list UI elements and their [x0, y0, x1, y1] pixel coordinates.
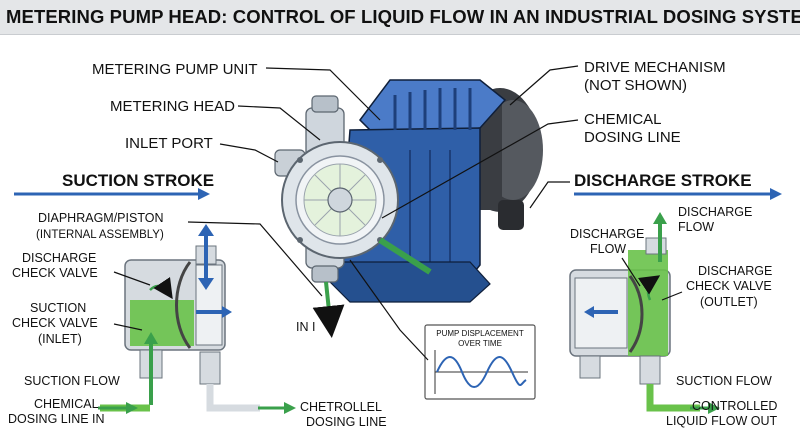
right-piston-arrow [584, 306, 618, 318]
suction-cutaway [98, 224, 296, 414]
left-recirc-arrow [149, 276, 173, 300]
label-check-valve-right: CHECK VALVE [686, 279, 772, 293]
label-outlet: (OUTLET) [700, 295, 758, 309]
label-controlled: CONTROLLED [692, 399, 777, 413]
metering-pump-diagram: METERING PUMP UNIT METERING HEAD INLET P… [8, 59, 782, 429]
label-flow-top: FLOW [678, 220, 714, 234]
left-displacement-arrow [198, 224, 214, 290]
discharge-stroke-arrow [574, 188, 782, 200]
chem-in-arrow [98, 402, 138, 414]
controlled-out-arrow [690, 402, 720, 414]
outlet-line-left [206, 384, 260, 412]
label-suction-stroke: SUCTION STROKE [62, 171, 214, 190]
leader-drive-mechanism [509, 65, 579, 106]
leader-inlet-port [219, 143, 279, 163]
graph-title-2: OVER TIME [458, 339, 502, 348]
displacement-graph: PUMP DISPLACEMENT OVER TIME [424, 324, 536, 400]
label-discharge-left: DISCHARGE [22, 251, 96, 265]
label-liquid-flow-out: LIQUID FLOW OUT [666, 414, 777, 428]
leader-metering-head [237, 105, 321, 141]
discharge-tube [378, 237, 432, 275]
label-discharge-right: DISCHARGE [698, 264, 772, 278]
right-recirc-arrow [637, 275, 661, 301]
label-dosing-line-out: DOSING LINE [306, 415, 387, 429]
graph-title-1: PUMP DISPLACEMENT [436, 329, 524, 338]
label-internal-assembly: (INTERNAL ASSEMBLY) [36, 229, 164, 241]
leader-graph [349, 259, 429, 361]
label-drive-mechanism: DRIVE MECHANISM [584, 59, 726, 76]
label-metering-pump-unit: METERING PUMP UNIT [92, 61, 258, 78]
suction-flow-arrow-left [144, 332, 158, 405]
leader-discharge-check-right [661, 291, 683, 301]
label-discharge-top: DISCHARGE [678, 205, 752, 219]
label-suction: SUCTION [30, 301, 86, 315]
displacement-wave [436, 356, 527, 388]
pump-base [329, 261, 491, 303]
label-chemical: CHEMICAL [584, 111, 662, 128]
leader-discharge-stroke [529, 181, 570, 209]
left-piston-arrow [196, 306, 232, 318]
discharge-flow-arrow-top [653, 212, 667, 262]
metering-head [274, 95, 399, 283]
rear-fitting [498, 200, 524, 230]
leader-pump-unit [265, 67, 381, 121]
label-suction-flow-left: SUCTION FLOW [24, 374, 120, 388]
leader-diaphragm [187, 221, 323, 297]
outlet-line-right [646, 384, 700, 412]
title-bar: METERING PUMP HEAD: CONTROL OF LIQUID FL… [0, 0, 800, 35]
label-dosing-line-in: DOSING LINE IN [8, 412, 105, 426]
label-in-tag: IN I [296, 320, 315, 334]
label-check-valve-inlet: CHECK VALVE [12, 316, 98, 330]
front-ribs [409, 150, 451, 270]
cooling-fins [393, 88, 472, 130]
label-suction-flow-right: SUCTION FLOW [676, 374, 772, 388]
chetrollel-arrow [258, 402, 296, 414]
leader-discharge-flow-mid [621, 257, 641, 287]
leader-chemical-line [381, 119, 579, 219]
pump-assembly [274, 79, 543, 338]
label-not-shown: (NOT SHOWN) [584, 77, 687, 94]
label-diaphragm: DIAPHRAGM/PISTON [38, 211, 163, 225]
label-dosing-line: DOSING LINE [584, 129, 681, 146]
label-discharge-stroke: DISCHARGE STROKE [574, 171, 752, 190]
suction-stroke-arrow [14, 188, 210, 200]
leader-suction-check [113, 323, 143, 331]
label-inlet-port: INLET PORT [125, 135, 213, 152]
leader-discharge-left [113, 271, 151, 286]
discharge-cutaway [569, 212, 720, 414]
label-discharge-mid: DISCHARGE [570, 227, 644, 241]
label-chetrollel: CHETROLLEL [300, 400, 382, 414]
right-diaphragm [628, 275, 644, 353]
label-flow-mid: FLOW [590, 242, 626, 256]
label-check-valve-left: CHECK VALVE [12, 266, 98, 280]
label-inlet: (INLET) [38, 332, 82, 346]
inlet-flow-arrow [312, 281, 345, 338]
label-metering-head: METERING HEAD [110, 98, 235, 115]
left-diaphragm [175, 261, 192, 349]
page-title: METERING PUMP HEAD: CONTROL OF LIQUID FL… [6, 6, 800, 27]
label-chemical-in: CHEMICAL [34, 397, 99, 411]
